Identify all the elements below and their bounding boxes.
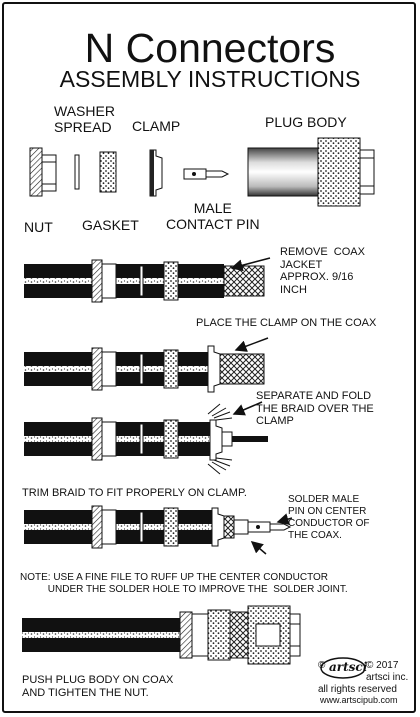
step5-assembly <box>22 605 301 665</box>
company-name: artsci inc. <box>366 672 409 683</box>
page-title: N Connectors <box>84 25 336 71</box>
clamp-part <box>149 149 163 197</box>
step-remove-jacket: REMOVE COAX JACKET APPROX. 9/16 INCH <box>280 246 365 296</box>
copyright-year: © 2017 <box>366 660 399 671</box>
gasket-part <box>99 151 117 193</box>
step-note: NOTE: USE A FINE FILE TO RUFF UP THE CEN… <box>20 572 348 595</box>
label-nut: NUT <box>24 219 53 235</box>
artsci-logo <box>320 657 366 679</box>
washer-part <box>74 154 80 190</box>
nut-part <box>29 147 57 197</box>
step-trim-braid: TRIM BRAID TO FIT PROPERLY ON CLAMP. <box>22 487 247 499</box>
label-clamp: CLAMP <box>132 118 181 134</box>
step-separate-fold: SEPARATE AND FOLD THE BRAID OVER THE CLA… <box>256 390 374 428</box>
label-plug-body: PLUG BODY <box>265 114 347 130</box>
page-subtitle: ASSEMBLY INSTRUCTIONS <box>59 66 361 92</box>
step-place-clamp: PLACE THE CLAMP ON THE COAX <box>196 317 377 329</box>
step4-cable <box>24 505 292 549</box>
plug-body-part <box>247 137 375 207</box>
step1-cable <box>24 259 265 303</box>
logo-wordmark: artsci <box>329 660 368 674</box>
male-pin-part <box>183 168 230 180</box>
step-solder-pin: SOLDER MALE PIN ON CENTER CONDUCTOR OF T… <box>288 494 370 541</box>
step3-cable <box>24 403 268 475</box>
label-male-contact-pin: MALE CONTACT PIN <box>166 200 260 233</box>
website-link: www.artscipub.com <box>320 695 398 705</box>
label-gasket: GASKET <box>82 217 139 233</box>
rights-text: all rights reserved <box>318 684 397 695</box>
copyright-symbol: © <box>318 660 326 671</box>
poster-frame <box>2 2 416 713</box>
step-push-plug: PUSH PLUG BODY ON COAX AND TIGHTEN THE N… <box>22 674 174 700</box>
label-washer-spread: WASHER SPREAD <box>54 103 115 136</box>
step2-cable <box>24 345 265 393</box>
